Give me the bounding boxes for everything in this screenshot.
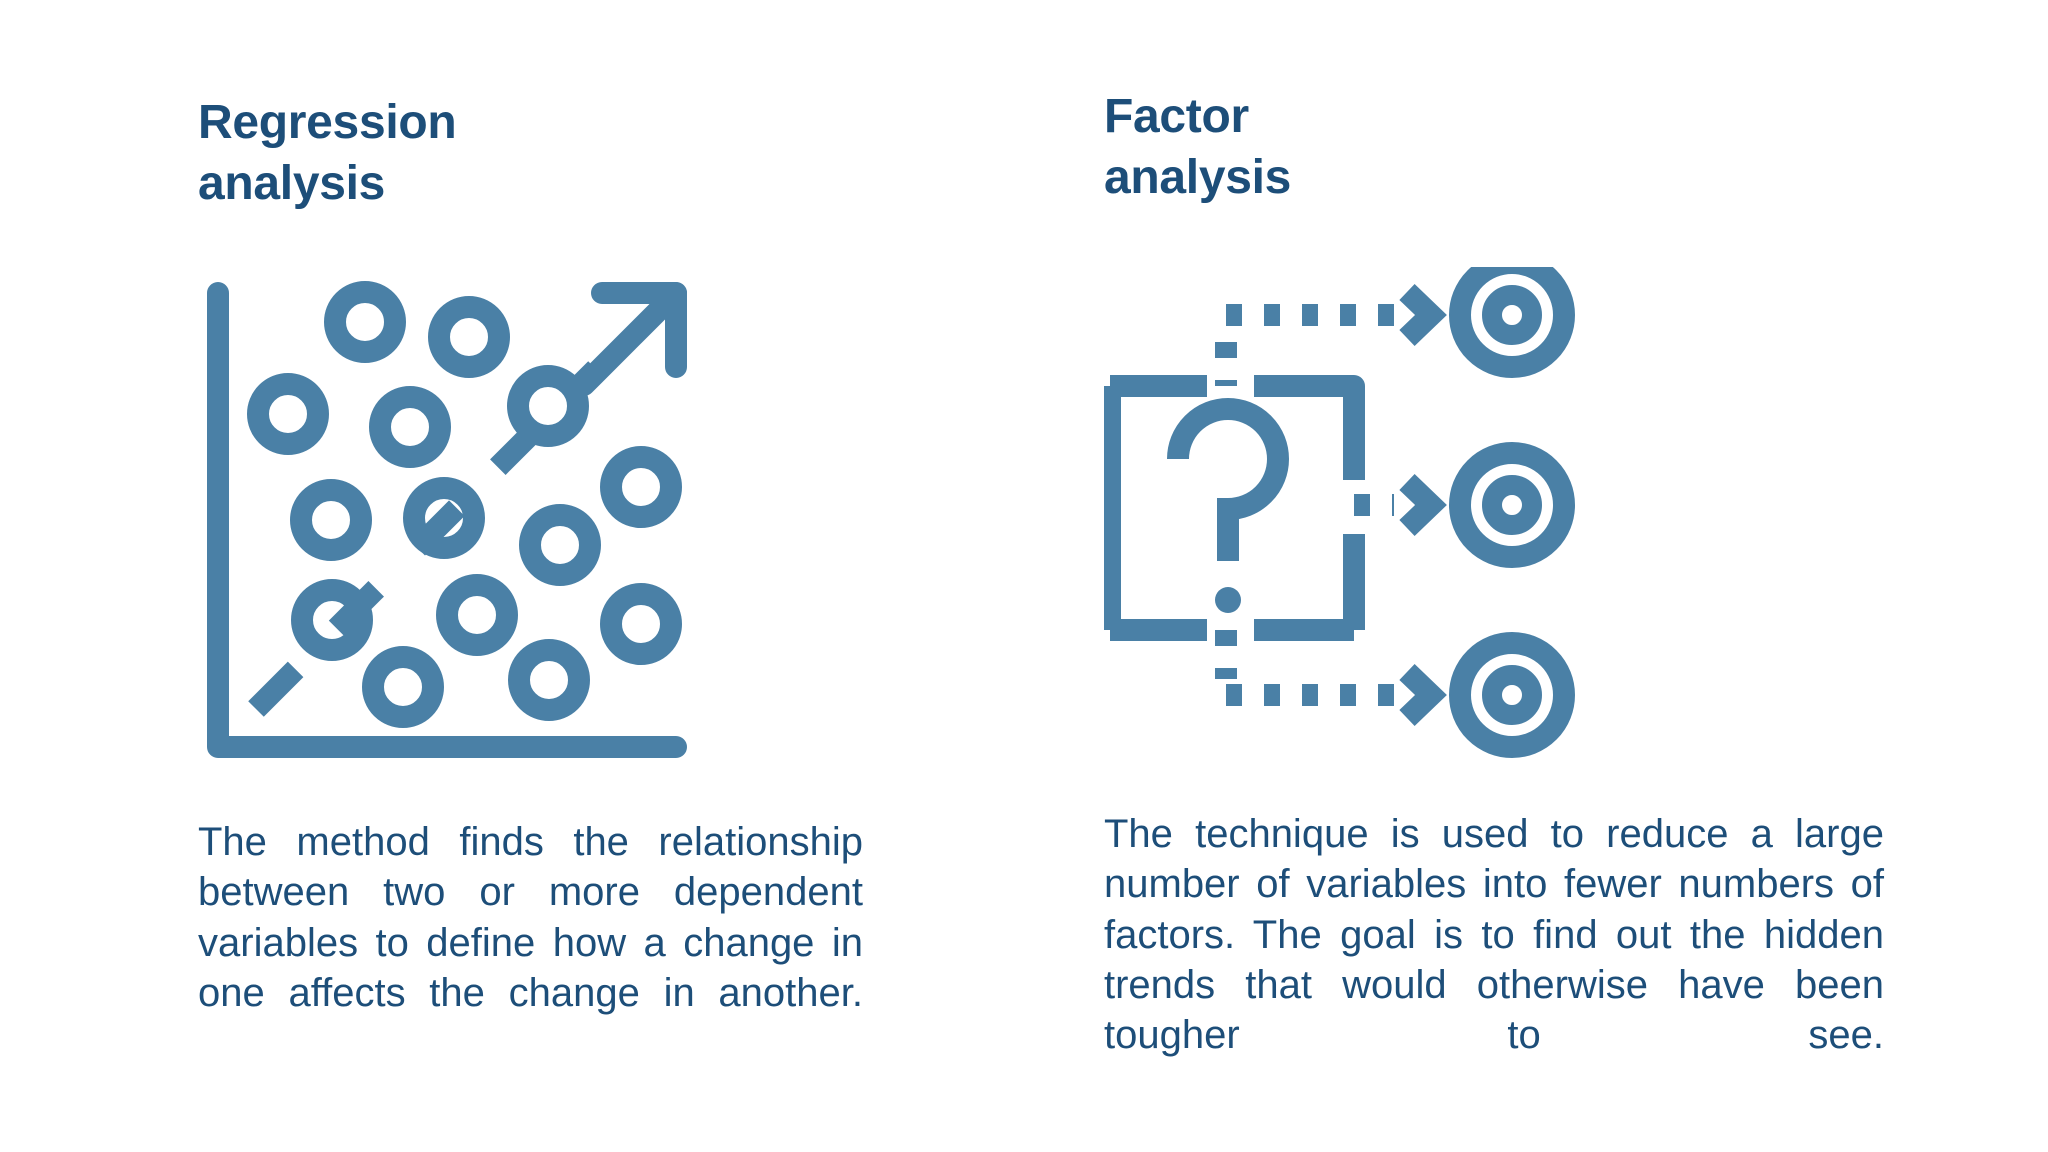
card-regression-analysis: Regression analysis xyxy=(0,0,952,1152)
question-box-to-targets-icon xyxy=(1104,266,1604,767)
page-title-regression: Regression analysis xyxy=(198,96,457,211)
card-body-regression: The method finds the relationship betwee… xyxy=(198,819,863,1016)
card-body-factor: The technique is used to reduce a large … xyxy=(1104,811,1884,1058)
scatter-plot-trend-icon xyxy=(198,275,698,775)
page-title-factor: Factor analysis xyxy=(1104,90,1292,205)
card-factor-analysis: Factor analysis xyxy=(952,0,2048,1152)
